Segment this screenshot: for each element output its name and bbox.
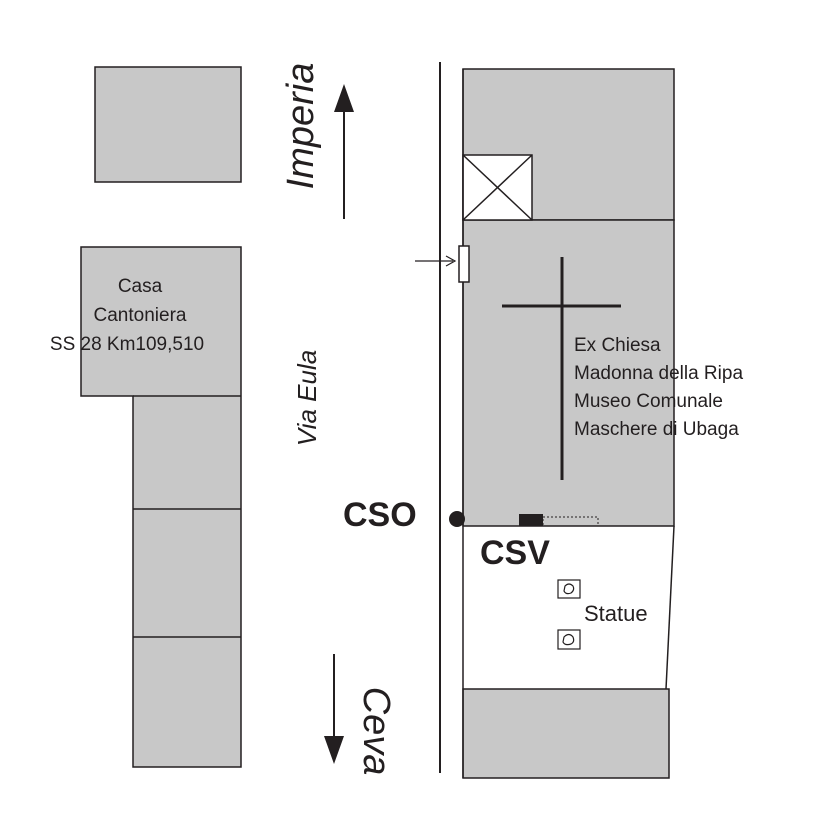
church-label-line1: Ex Chiesa [574,335,661,356]
casa-cantoniera-label: Casa Cantoniera SS 28 Km109,510 [50,276,204,355]
block-northwest [94,66,242,183]
cso-label: CSO [343,496,417,534]
courtyard-edge [665,525,675,690]
church-label-line2: Madonna della Ripa [574,363,743,384]
cross-icon [502,257,621,480]
block-southeast [462,688,670,779]
statue-icon [557,579,581,599]
statue-label: Statue [584,601,648,626]
casa-label-line3: SS 28 Km109,510 [50,334,204,355]
crossed-box-icon [462,154,533,221]
church-label-line3: Museo Comunale [574,391,723,412]
church-label: Ex Chiesa Madonna della Ripa Museo Comun… [574,335,743,440]
direction-north-label: Imperia [280,63,322,190]
entrance-marker [458,245,470,283]
arrow-north-icon [334,84,354,219]
church-label-line4: Maschere di Ubaga [574,419,739,440]
street-label: Via Eula [292,350,322,446]
direction-south-label: Ceva [355,687,397,776]
statue-icon [557,629,581,650]
csv-marker [519,514,543,526]
csv-label: CSV [480,534,550,572]
cso-point [449,511,465,527]
casa-label-line1: Casa [118,276,163,297]
arrow-south-icon [324,654,344,764]
casa-label-line2: Cantoniera [94,305,187,326]
pointer-arrow-icon [415,255,457,267]
